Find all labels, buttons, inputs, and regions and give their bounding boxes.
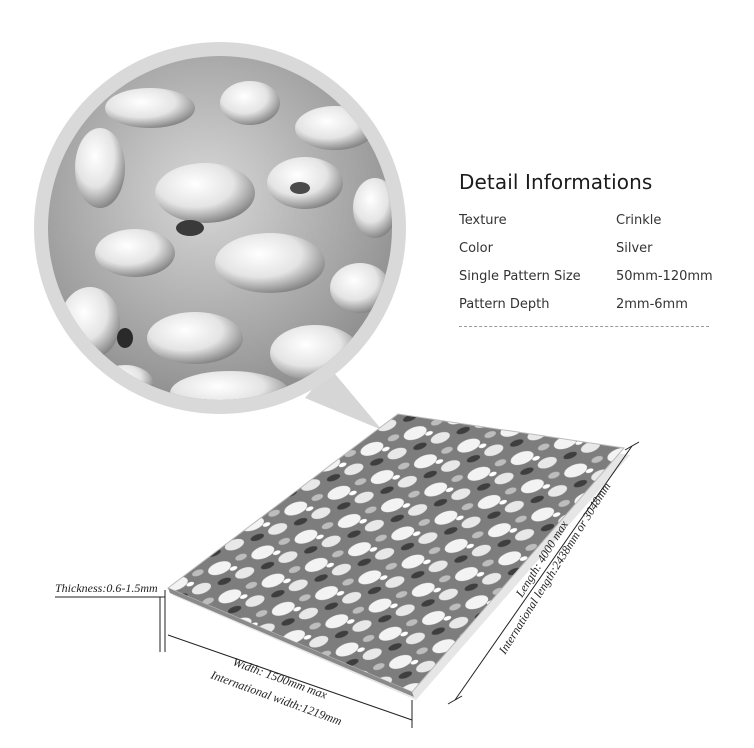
spec-value: 50mm-120mm	[616, 268, 713, 284]
detail-informations-panel: Detail Informations Texture Crinkle Colo…	[459, 170, 714, 327]
callout-pointer	[305, 368, 381, 428]
steel-sheet	[167, 413, 625, 693]
spec-value: 2mm-6mm	[616, 296, 688, 312]
thickness-dimension: Thickness:0.6-1.5mm	[55, 581, 166, 652]
spec-key: Texture	[459, 212, 507, 228]
spec-row: Pattern Depth 2mm-6mm	[459, 290, 714, 318]
thickness-label: Thickness:0.6-1.5mm	[55, 581, 158, 595]
detail-title: Detail Informations	[459, 170, 653, 194]
texture-blobs	[60, 81, 392, 400]
texture-zoom-circle	[30, 38, 420, 428]
dashed-divider	[459, 326, 709, 327]
spec-row: Texture Crinkle	[459, 206, 714, 234]
spec-row: Color Silver	[459, 234, 714, 262]
spec-value: Silver	[616, 240, 653, 256]
spec-key: Single Pattern Size	[459, 268, 581, 284]
spec-value: Crinkle	[616, 212, 662, 228]
spec-row: Single Pattern Size 50mm-120mm	[459, 262, 714, 290]
spec-key: Color	[459, 240, 493, 256]
spec-key: Pattern Depth	[459, 296, 550, 312]
